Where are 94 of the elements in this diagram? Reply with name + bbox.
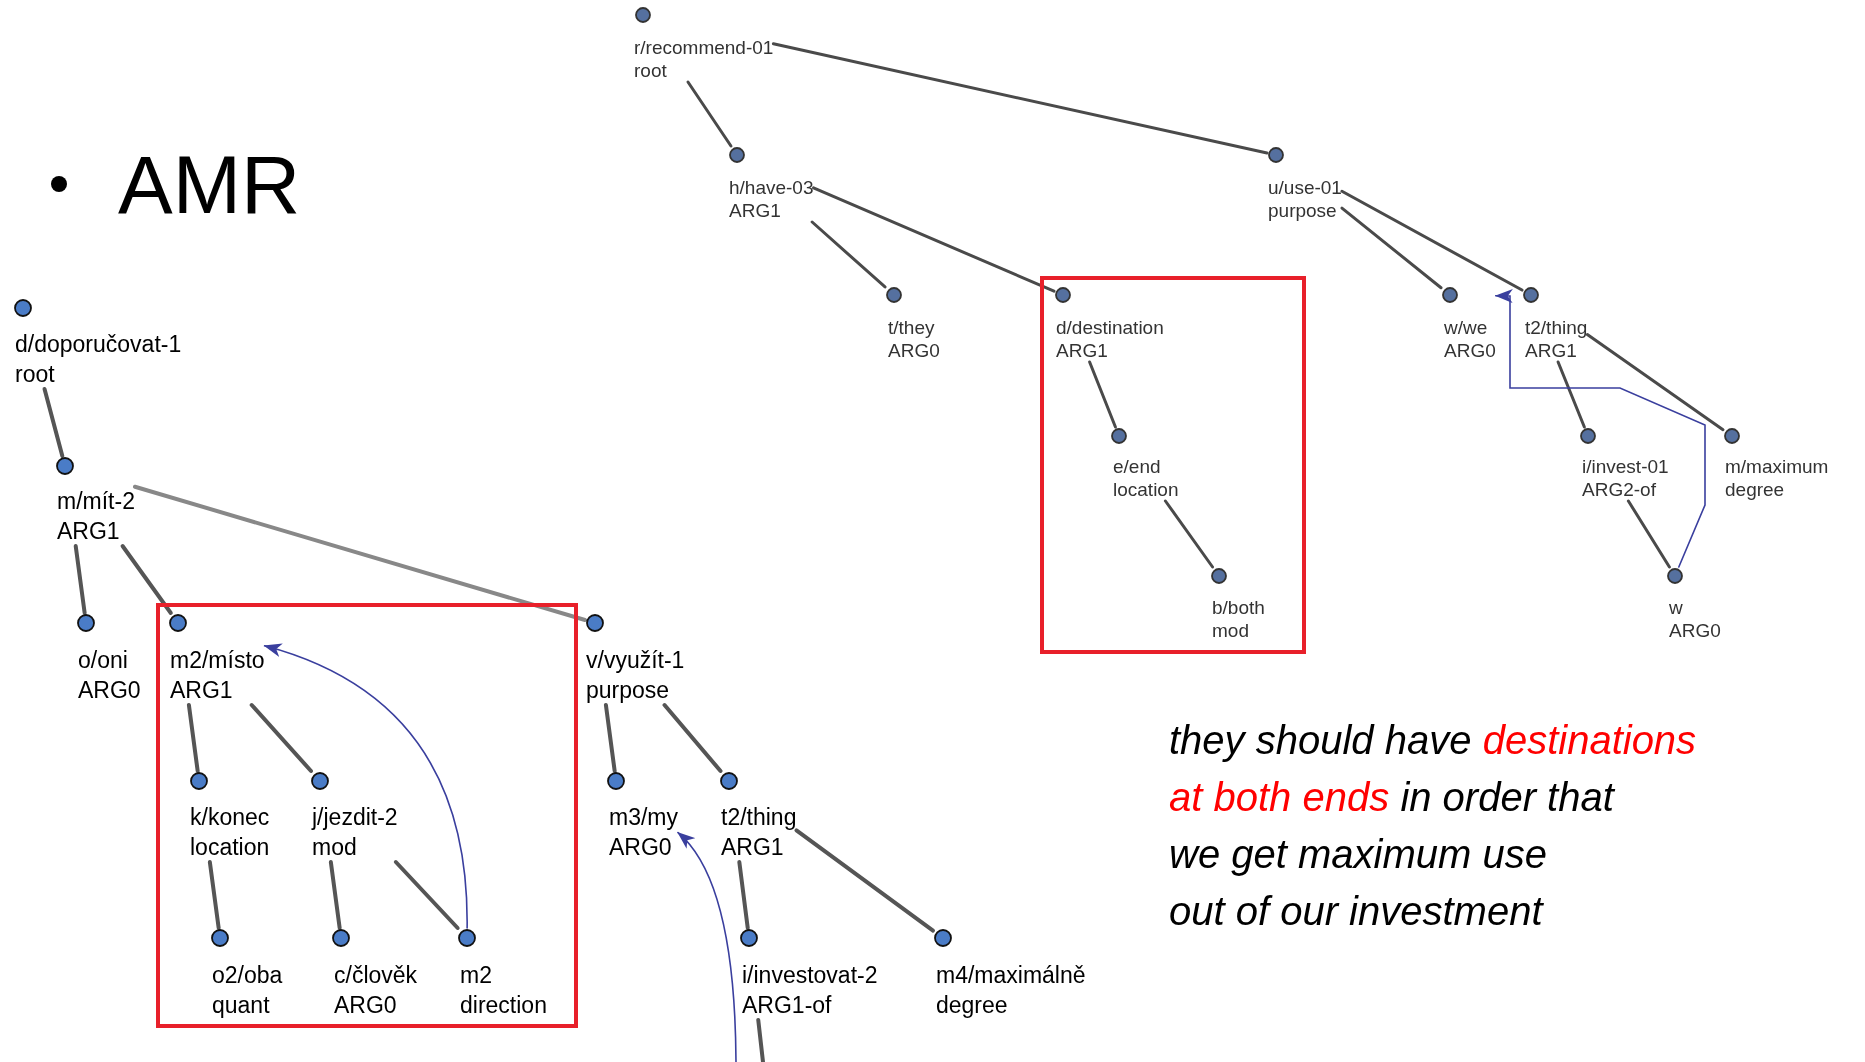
concept-label: w/we: [1444, 316, 1489, 339]
concept-label: m3/my: [609, 803, 678, 832]
concept-label: t/they: [888, 316, 936, 339]
tree-edge: [73, 544, 87, 615]
concept-label: r/recommend-01: [634, 36, 774, 59]
concept-label: w: [1669, 596, 1684, 619]
sentence-text: we get maximum use: [1169, 832, 1547, 876]
role-label: ARG1: [170, 676, 234, 705]
concept-label: k/konec: [190, 803, 270, 832]
role-label: quant: [212, 991, 271, 1020]
concept-label: d/destination: [1056, 316, 1164, 339]
role-label: direction: [460, 991, 547, 1020]
concept-label: i/invest-01: [1582, 455, 1669, 478]
tree-edge: [1340, 206, 1443, 290]
concept-label: c/člověk: [334, 961, 418, 990]
tree-edge: [1626, 499, 1671, 569]
role-label: ARG0: [78, 676, 141, 705]
sentence-text: they should have: [1169, 718, 1472, 762]
concept-label: t2/thing: [1525, 316, 1588, 339]
concept-label: m4/maximálně: [936, 961, 1086, 990]
tree-edge: [328, 860, 342, 930]
role-label: ARG1: [1056, 339, 1109, 362]
highlighted-text: destinations: [1482, 718, 1697, 762]
role-label: ARG0: [609, 833, 673, 862]
coreference-arrow: [1494, 289, 1706, 568]
tree-edge: [662, 703, 723, 773]
highlighted-text: at both ends: [1169, 775, 1390, 819]
role-label: ARG2-of: [1582, 478, 1657, 501]
tree-node: [210, 928, 283, 1020]
tree-edge: [42, 387, 65, 458]
tree-node: [1723, 427, 1829, 501]
tree-edge: [771, 42, 1269, 155]
concept-label: j/jezdit-2: [312, 803, 398, 832]
concept-label: d/doporučovat-1: [15, 330, 182, 359]
sentence-text: out of our investment: [1169, 889, 1543, 933]
concept-label: o/oni: [78, 646, 129, 675]
concept-label: v/využít-1: [586, 646, 685, 675]
role-label: location: [190, 833, 270, 862]
role-label: ARG0: [888, 339, 940, 362]
tree-node: [933, 928, 1086, 1020]
concept-label: h/have-03: [729, 176, 814, 199]
role-label: location: [1113, 478, 1179, 501]
concept-label: b/both: [1212, 596, 1265, 619]
concept-label: u/use-01: [1268, 176, 1342, 199]
concept-label: e/end: [1113, 455, 1162, 478]
tree-edge: [1556, 360, 1586, 429]
role-label: root: [634, 59, 668, 82]
coreference-arrow: [263, 644, 468, 929]
role-label: degree: [936, 991, 1009, 1020]
concept-label: i/investovat-2: [742, 961, 878, 990]
tree-edge: [120, 544, 173, 615]
role-label: mod: [1212, 619, 1250, 642]
tree-edge: [393, 860, 460, 930]
role-label: purpose: [586, 676, 671, 705]
tree-edge: [186, 703, 200, 773]
tree-node: [585, 613, 685, 705]
tree-edge: [794, 828, 935, 933]
role-label: mod: [312, 833, 358, 862]
concept-label: m2/místo: [170, 646, 265, 675]
tree-edge: [603, 703, 617, 773]
sentence-text: in order that: [1400, 775, 1614, 819]
tree-edge: [132, 484, 587, 623]
tree-edge: [1163, 499, 1215, 569]
slide-title: AMR: [118, 144, 301, 226]
tree-edge: [756, 1018, 765, 1062]
tree-edge: [810, 220, 887, 289]
concept-label: m/maximum: [1725, 455, 1829, 478]
tree-edge: [812, 186, 1056, 293]
tree-edge: [1088, 360, 1117, 429]
role-label: ARG1: [57, 517, 121, 546]
tree-edge: [737, 860, 750, 930]
role-label: ARG0: [1669, 619, 1721, 642]
coreference-arrow: [677, 831, 737, 1062]
tree-edge: [1340, 189, 1524, 292]
highlight-frame: [1040, 276, 1306, 654]
tree-edge: [686, 80, 733, 148]
tree-edge: [207, 860, 221, 930]
concept-label: m/mít-2: [57, 487, 135, 516]
role-label: ARG1-of: [742, 991, 833, 1020]
role-label: degree: [1725, 478, 1786, 501]
role-label: ARG1: [1525, 339, 1578, 362]
role-label: ARG0: [334, 991, 398, 1020]
role-label: ARG1: [729, 199, 782, 222]
role-label: ARG1: [721, 833, 785, 862]
concept-label: m2: [460, 961, 493, 990]
role-label: root: [15, 360, 56, 389]
concept-label: t2/thing: [721, 803, 797, 832]
tree-node: [1267, 146, 1342, 222]
role-label: purpose: [1268, 199, 1338, 222]
tree-edge: [249, 703, 313, 773]
role-label: ARG0: [1444, 339, 1496, 362]
tree-edge: [1585, 333, 1725, 432]
concept-label: o2/oba: [212, 961, 283, 990]
highlight-frame: [156, 603, 578, 1028]
